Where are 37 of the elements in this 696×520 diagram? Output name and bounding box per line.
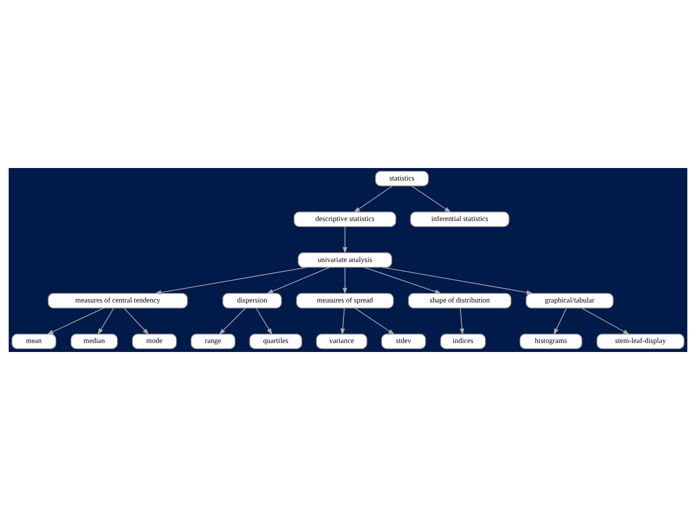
node-box: variance — [316, 334, 368, 350]
arrow — [342, 226, 348, 254]
arrow — [154, 266, 308, 295]
arrow — [581, 308, 630, 335]
node-box: stdev — [381, 334, 426, 350]
node-box: descriptive statistics — [294, 212, 396, 228]
node-box: measures of spread — [296, 292, 394, 308]
arrow — [382, 266, 534, 295]
node-box: statistics — [375, 170, 429, 186]
arrow — [554, 308, 567, 335]
arrow — [342, 267, 348, 294]
node-box: dispersion — [222, 292, 282, 308]
node-box: histograms — [520, 334, 582, 350]
arrow — [340, 308, 345, 336]
arrow — [266, 266, 330, 294]
node-box: indices — [440, 334, 486, 350]
node-box: univariate analysis — [298, 252, 392, 268]
node-box: mode — [132, 334, 177, 350]
node-box: range — [190, 334, 236, 350]
arrow — [46, 308, 104, 335]
arrow — [354, 308, 395, 335]
arrow — [256, 308, 272, 335]
arrow — [98, 308, 114, 335]
arrow — [411, 186, 452, 213]
node-box: shape of distribution — [408, 292, 512, 308]
node-box: graphical/tabular — [526, 292, 614, 308]
arrow — [460, 308, 464, 336]
arrow — [218, 308, 246, 335]
node-box: stem-leaf-display — [596, 334, 684, 350]
node-box: median — [70, 334, 118, 350]
node-box: quartiles — [249, 334, 302, 350]
node-box: mean — [12, 334, 56, 350]
arrow — [124, 308, 149, 335]
node-box: inferential statistics — [410, 212, 510, 228]
node-box: measures of central tendency — [48, 292, 188, 308]
arrow — [353, 186, 393, 213]
arrow — [364, 266, 442, 294]
